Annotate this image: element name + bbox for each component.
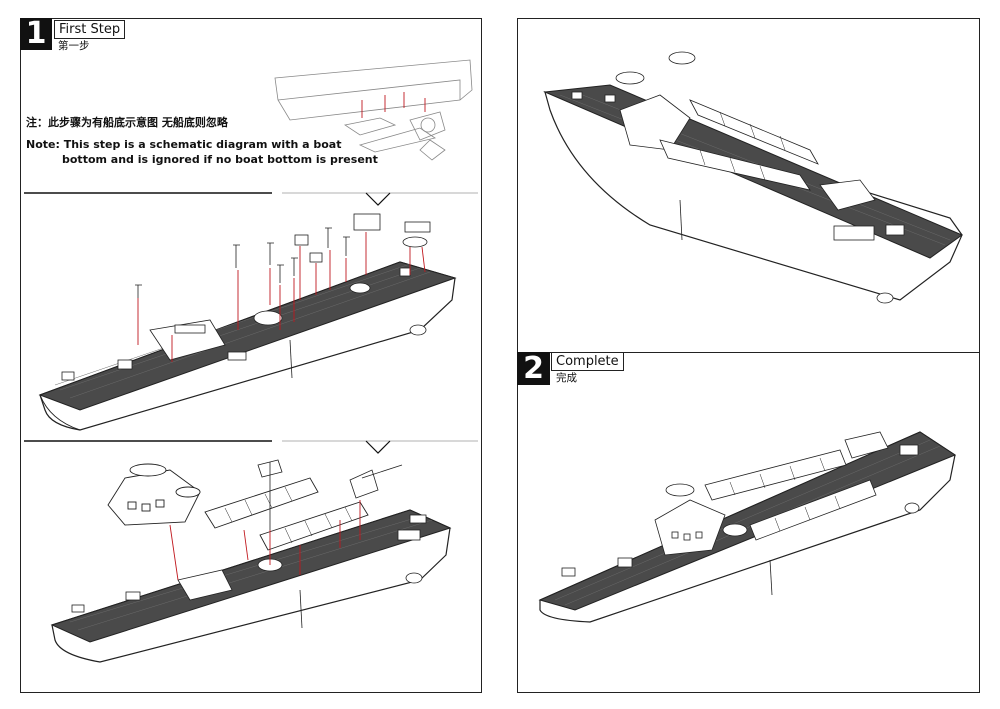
boat-bottom-note-cn: 注：此步骤为有船底示意图 无船底则忽略 <box>26 116 228 129</box>
boat-bottom-note-en-2: bottom and is ignored if no boat bottom … <box>62 153 378 166</box>
step1-title: First Step <box>54 20 126 39</box>
step2-subtitle: 完成 <box>556 372 577 384</box>
step1-number-badge: 1 <box>20 18 52 50</box>
step1-subtitle: 第一步 <box>58 40 90 52</box>
step2-title: Complete <box>551 352 624 371</box>
boat-bottom-note-en-1: Note: This step is a schematic diagram w… <box>26 138 342 151</box>
step2-number-badge: 2 <box>517 352 550 385</box>
